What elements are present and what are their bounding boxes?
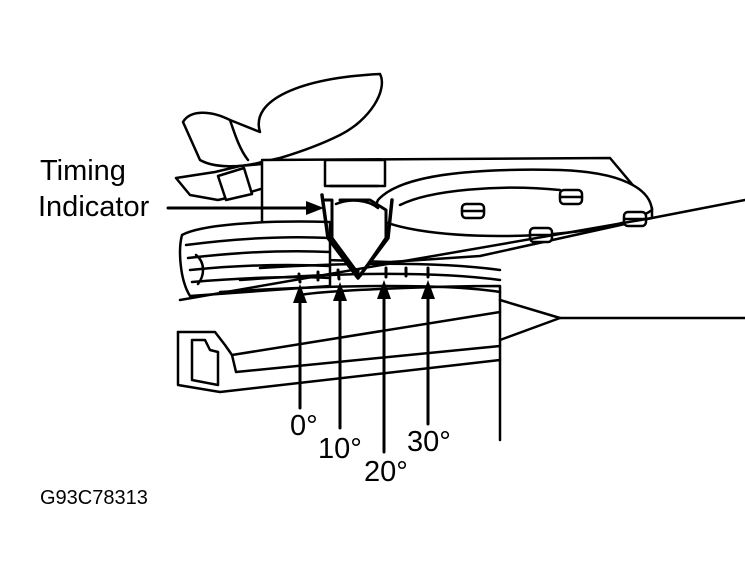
figure-code: G93C78313: [40, 487, 148, 509]
crankshaft-pulley: [178, 220, 502, 298]
degree-label-0: 0°: [290, 410, 318, 442]
timing-indicator-label-line2: Indicator: [38, 191, 150, 223]
timing-indicator-label-line1: Timing: [40, 155, 126, 187]
degree-label-30: 30°: [407, 426, 451, 458]
degree-label-10: 10°: [318, 433, 362, 465]
degree-label-20: 20°: [364, 456, 408, 488]
indicator-leader-arrow: [166, 201, 324, 215]
hand-illustration: [174, 72, 384, 202]
degree-arrows: [293, 280, 435, 454]
engine-block-lower: [176, 198, 745, 442]
